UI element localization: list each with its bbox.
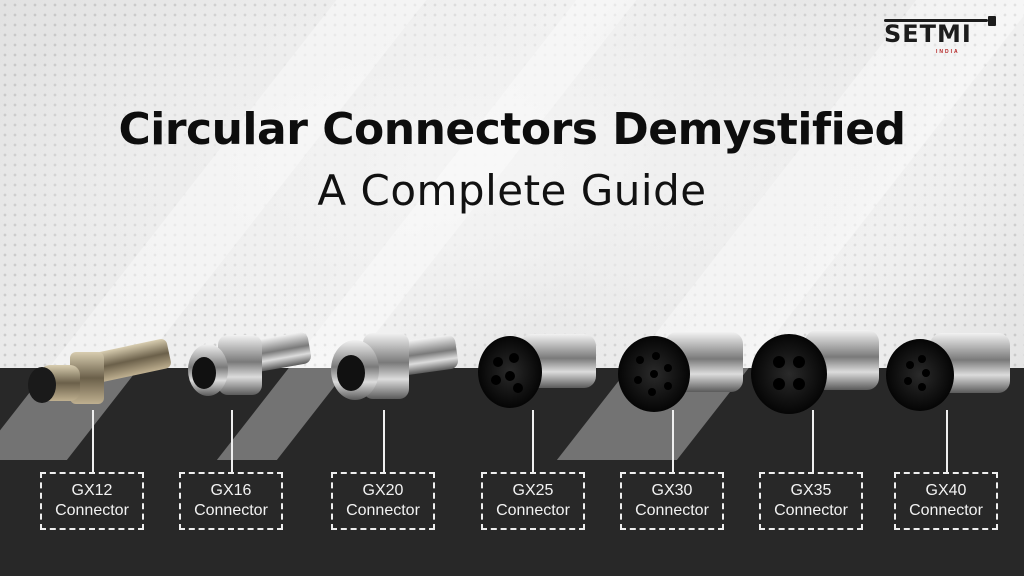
gx35-connector-image xyxy=(751,330,879,414)
connector-model: GX30 xyxy=(651,482,693,499)
label-gx20: GX20 Connector xyxy=(331,472,435,530)
gx16-connector-image xyxy=(188,332,311,396)
connector-line xyxy=(383,410,385,472)
connector-suffix: Connector xyxy=(774,502,848,519)
connector-line xyxy=(532,410,534,472)
logo-text: SETMI xyxy=(884,20,972,48)
connector-suffix: Connector xyxy=(909,502,983,519)
connector-line xyxy=(946,410,948,472)
connector-line xyxy=(92,410,94,472)
gx40-connector-image xyxy=(886,333,1010,411)
connector-line xyxy=(231,410,233,472)
logo-subtext: INDIA xyxy=(936,49,960,55)
connector-model: GX16 xyxy=(210,482,252,499)
connector-suffix: Connector xyxy=(346,502,420,519)
subheadline: A Complete Guide xyxy=(317,166,707,215)
gx20-connector-image xyxy=(331,333,458,400)
connector-suffix: Connector xyxy=(194,502,268,519)
gx12-connector-image xyxy=(28,339,171,404)
connector-model: GX40 xyxy=(925,482,967,499)
connector-model: GX20 xyxy=(362,482,404,499)
connector-suffix: Connector xyxy=(635,502,709,519)
connector-model: GX35 xyxy=(790,482,832,499)
light-background xyxy=(0,0,1024,368)
headline: Circular Connectors Demystified xyxy=(118,104,906,155)
setmi-logo: SETMI INDIA xyxy=(884,16,1004,56)
connector-line xyxy=(812,410,814,472)
label-gx16: GX16 Connector xyxy=(179,472,283,530)
label-gx40: GX40 Connector xyxy=(894,472,998,530)
gx30-connector-image xyxy=(618,332,743,412)
connector-model: GX25 xyxy=(512,482,554,499)
connector-line xyxy=(672,410,674,472)
gx25-connector-image xyxy=(478,334,596,408)
connector-suffix: Connector xyxy=(496,502,570,519)
plug-icon xyxy=(988,16,996,26)
connector-suffix: Connector xyxy=(55,502,129,519)
label-gx25: GX25 Connector xyxy=(481,472,585,530)
label-gx30: GX30 Connector xyxy=(620,472,724,530)
label-gx12: GX12 Connector xyxy=(40,472,144,530)
logo-cable xyxy=(884,19,988,22)
connector-model: GX12 xyxy=(71,482,113,499)
label-gx35: GX35 Connector xyxy=(759,472,863,530)
